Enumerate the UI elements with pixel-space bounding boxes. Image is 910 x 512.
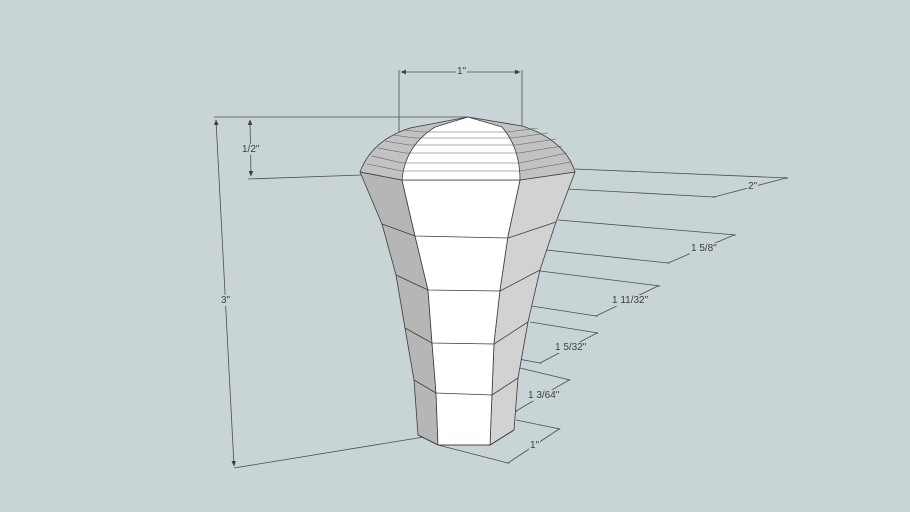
dim-top-diameter: 2" (747, 181, 759, 192)
dim-section-1: 1 5/8" (690, 243, 718, 254)
dim-total-height: 3" (220, 295, 232, 306)
knob-model[interactable] (359, 116, 576, 446)
dim-section-2: 1 11/32" (611, 295, 650, 306)
dim-top-width: 1" (456, 66, 468, 77)
dim-section-3: 1 5/32" (554, 342, 588, 353)
dim-section-4: 1 3/64" (527, 390, 561, 401)
dome-front-face (401, 116, 521, 181)
dim-cap-height: 1/2" (241, 144, 261, 155)
dim-base-width: 1" (529, 440, 541, 451)
